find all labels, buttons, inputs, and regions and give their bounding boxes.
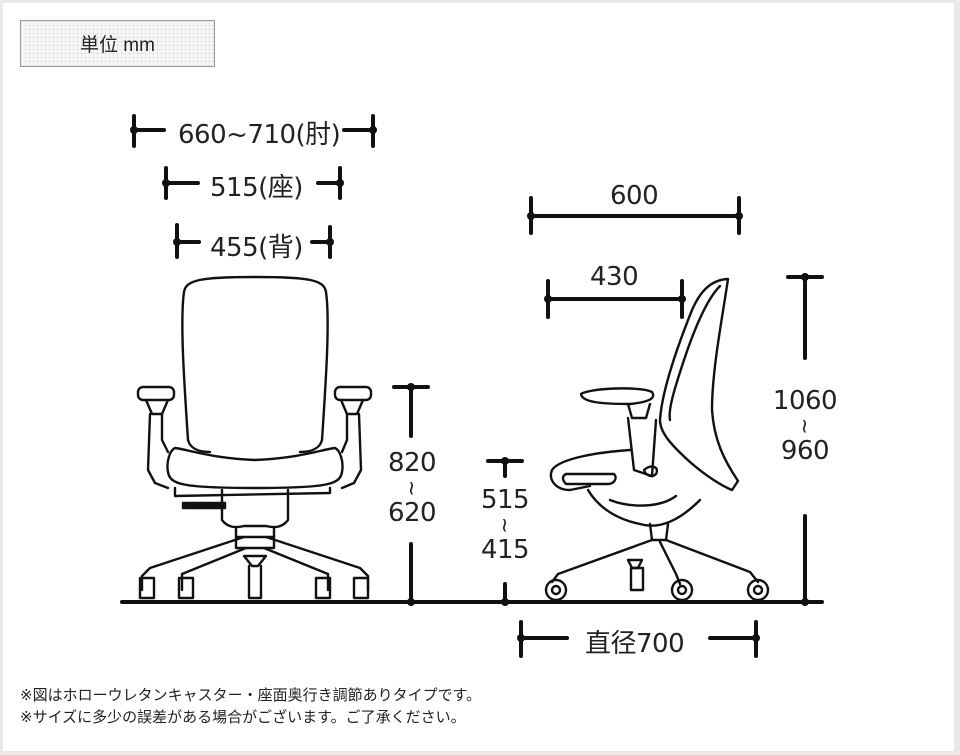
arm-height-label: 820 ~ 620: [387, 448, 437, 528]
range-sign: ~: [399, 479, 424, 497]
seat-height-label: 515 ~ 415: [480, 485, 530, 565]
total-height-min: 960: [780, 436, 830, 466]
front-view-chair: [136, 275, 373, 600]
footnote-1: ※図はホローウレタンキャスター・座面奥行き調節ありタイプです。: [20, 686, 482, 704]
dimension-dots: [130, 126, 809, 642]
arm-height-min: 620: [387, 498, 437, 528]
depth-total-label: 600: [610, 181, 659, 211]
total-height-max: 1060: [772, 386, 838, 416]
diagram-canvas: [3, 3, 954, 751]
depth-seat-label: 430: [590, 262, 639, 292]
width-armrest-label: 660~710(肘): [178, 120, 341, 150]
seat-height-min: 415: [480, 535, 530, 565]
unit-label: 単位 mm: [20, 20, 215, 67]
base-diameter-label: 直径700: [585, 629, 685, 659]
range-sign: ~: [492, 516, 517, 534]
range-sign: ~: [792, 417, 817, 435]
width-back-label: 455(背): [210, 233, 303, 263]
arm-height-max: 820: [387, 448, 437, 478]
seat-height-max: 515: [480, 485, 530, 515]
footnotes: ※図はホローウレタンキャスター・座面奥行き調節ありタイプです。 ※サイズに多少の…: [20, 684, 481, 728]
footnote-2: ※サイズに多少の誤差がある場合がございます。ご了承ください。: [20, 708, 466, 726]
total-height-label: 1060 ~ 960: [772, 386, 838, 466]
width-seat-label: 515(座): [210, 173, 303, 203]
side-view-chair: [544, 277, 770, 602]
